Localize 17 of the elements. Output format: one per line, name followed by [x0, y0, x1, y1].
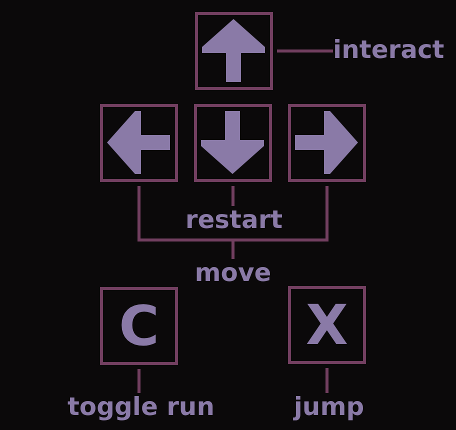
- control-label: jump: [294, 393, 364, 421]
- key-letter: X: [306, 298, 348, 352]
- keyboard-key: [100, 287, 178, 365]
- keyboard-key: [288, 286, 366, 364]
- keyboard-key: [100, 104, 178, 182]
- control-label: restart: [185, 206, 283, 234]
- connector-line: [277, 50, 333, 52]
- control-label: interact: [333, 36, 444, 64]
- connector-line: [232, 186, 234, 206]
- connector-line: [138, 369, 140, 393]
- keyboard-key: [195, 12, 273, 90]
- keyboard-key: [194, 104, 272, 182]
- key-letter: C: [118, 298, 160, 354]
- control-label: move: [194, 259, 272, 287]
- keyboard-key: [288, 104, 366, 182]
- control-label: toggle run: [67, 393, 215, 421]
- connector-line: [326, 368, 328, 393]
